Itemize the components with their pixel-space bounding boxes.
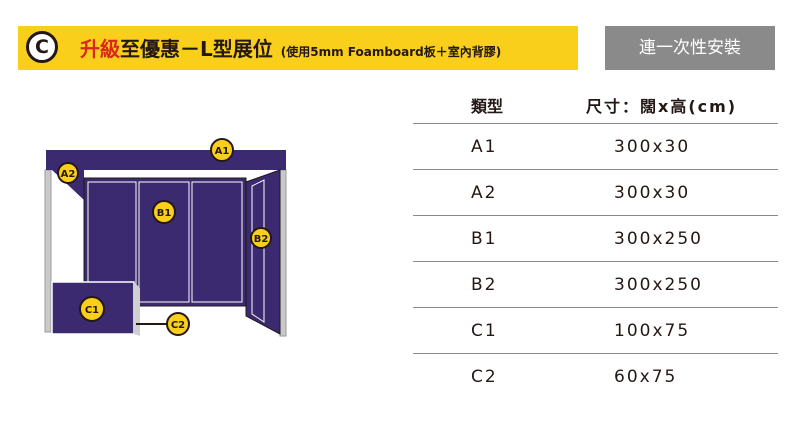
header-size: 尺寸：闊x高(cm): [586, 96, 738, 116]
table-row: A1 300x30: [413, 124, 778, 170]
label-b1: B1: [152, 200, 176, 224]
title-subtitle: (使用5mm Foamboard板＋室內背膠): [280, 45, 502, 59]
counter-side: [134, 282, 140, 336]
row-type: C2: [471, 367, 498, 387]
label-b1-text: B1: [157, 208, 172, 219]
spec-table: 類型 尺寸：闊x高(cm) A1 300x30 A2 300x30 B1 300…: [413, 86, 778, 400]
right-post: [279, 169, 287, 337]
table-row: C2 60x75: [413, 354, 778, 400]
label-a2-text: A2: [61, 169, 76, 180]
package-badge: C: [26, 31, 58, 63]
label-a1-text: A1: [215, 146, 230, 157]
header-type: 類型: [471, 96, 504, 116]
label-a1: A1: [210, 138, 234, 162]
label-c1: C1: [79, 296, 105, 322]
title-main: 至優惠－L型展位: [120, 37, 273, 61]
row-size: 300x250: [614, 228, 703, 249]
table-header: 類型 尺寸：闊x高(cm): [413, 86, 778, 124]
title-highlight: 升級: [80, 37, 120, 61]
row-size: 100x75: [614, 320, 691, 341]
panel-a1: [46, 150, 286, 170]
panel-b2: [245, 169, 281, 335]
row-size: 300x30: [614, 182, 691, 203]
row-size: 300x250: [614, 274, 703, 295]
label-c2: C2: [166, 312, 190, 336]
row-type: A1: [471, 136, 498, 157]
b1-section: [191, 181, 243, 303]
row-type: B2: [471, 274, 498, 295]
table-row: A2 300x30: [413, 170, 778, 216]
table-row: B1 300x250: [413, 216, 778, 262]
label-c1-text: C1: [85, 305, 99, 316]
row-type: A2: [471, 182, 498, 203]
page-title: 升級至優惠－L型展位 (使用5mm Foamboard板＋室內背膠): [80, 33, 501, 62]
label-b2-text: B2: [254, 234, 269, 245]
b2-section: [251, 179, 265, 323]
left-post: [44, 169, 52, 333]
label-b2: B2: [250, 227, 272, 249]
row-size: 60x75: [614, 367, 678, 387]
label-a2: A2: [57, 162, 79, 184]
table-row: B2 300x250: [413, 262, 778, 308]
label-c2-text: C2: [171, 320, 185, 331]
b1-section: [138, 181, 190, 303]
table-row: C1 100x75: [413, 308, 778, 354]
row-size: 300x30: [614, 136, 691, 157]
row-type: C1: [471, 320, 498, 341]
row-type: B1: [471, 228, 498, 249]
installation-tag: 連一次性安裝: [605, 26, 775, 70]
title-banner: [18, 26, 578, 70]
